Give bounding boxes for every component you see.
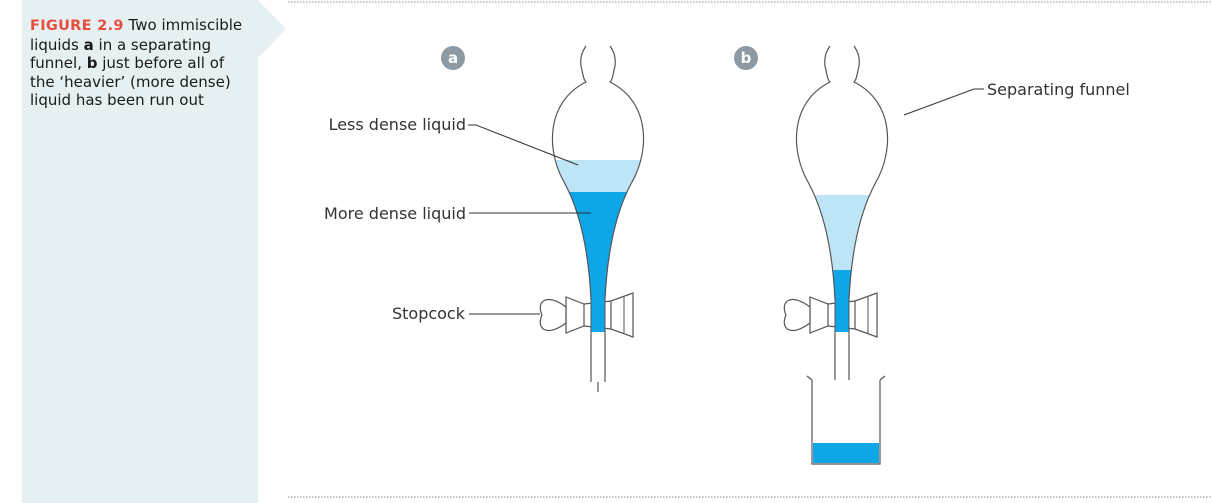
caption-bold-a: a	[83, 35, 94, 54]
badge-a: a	[441, 46, 465, 70]
funnel-a-outline	[551, 45, 592, 301]
svg-text:a: a	[448, 49, 458, 67]
svg-text:Less dense liquid: Less dense liquid	[329, 115, 466, 134]
caption-text-1: Two immiscible liquids	[30, 16, 243, 54]
caption-text-2: in a separating funnel,	[30, 35, 212, 73]
stopcock-a	[539, 292, 634, 338]
caption-bold-b: b	[86, 54, 98, 72]
less-dense-liquid-a	[552, 160, 644, 192]
badge-b: b	[734, 46, 758, 70]
label-separating-funnel: Separating funnel	[903, 80, 1130, 116]
figure-caption: FIGURE 2.9 Two immiscible liquids a in a…	[30, 16, 250, 110]
caption-text-3: just before all of the ‘heavier’ (more d…	[30, 54, 231, 109]
caption-panel	[22, 0, 258, 503]
caption-pointer	[258, 0, 286, 58]
funnel-b-outline	[795, 45, 836, 301]
svg-text:Stopcock: Stopcock	[392, 304, 466, 323]
label-more-dense-liquid: More dense liquid	[324, 204, 591, 223]
svg-text:More dense liquid: More dense liquid	[324, 204, 466, 223]
funnel-a	[539, 45, 645, 392]
svg-text:b: b	[741, 49, 752, 67]
more-dense-liquid-a	[552, 192, 644, 300]
label-stopcock: Stopcock	[392, 304, 540, 323]
stopcock-b	[783, 292, 878, 338]
svg-text:Separating funnel: Separating funnel	[987, 80, 1130, 99]
funnel-b	[783, 45, 889, 465]
figure-number: FIGURE 2.9	[30, 18, 124, 34]
more-dense-liquid-b	[796, 270, 888, 300]
less-dense-liquid-b	[796, 195, 888, 270]
collection-beaker	[806, 375, 886, 465]
label-less-dense-liquid: Less dense liquid	[329, 115, 579, 166]
collected-dense-liquid	[813, 443, 879, 463]
